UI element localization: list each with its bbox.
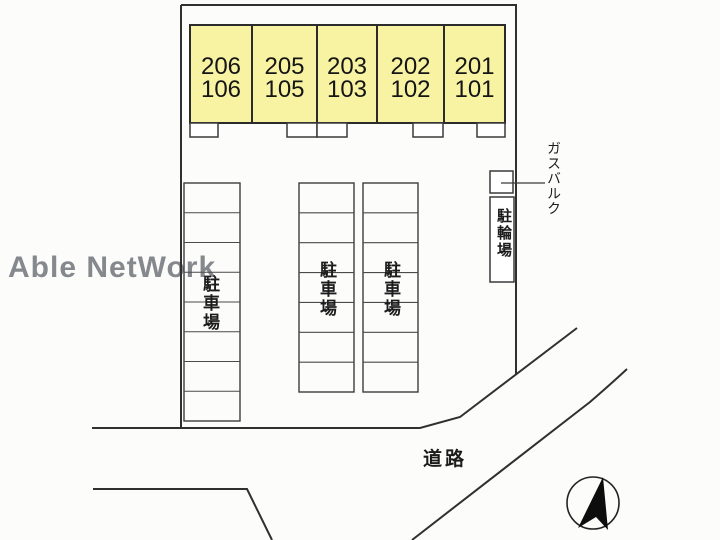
parking-lot-label-left: 駐車場 <box>200 275 219 332</box>
bicycle-parking-label: 駐輪場 <box>495 208 512 259</box>
building-block <box>189 24 506 124</box>
road-edge-upper <box>92 327 578 429</box>
unit-upper-number: 202 <box>390 53 431 80</box>
unit-label-202-102: 202 102 <box>377 53 444 103</box>
curb-line-bottom-left <box>93 488 273 540</box>
parking-lots <box>183 182 419 422</box>
unit-label-205-105: 205 105 <box>252 53 317 103</box>
unit-dividers <box>251 25 445 123</box>
entrance-steps <box>189 122 506 138</box>
unit-upper-number: 201 <box>454 53 495 80</box>
unit-lower-number: 103 <box>326 76 368 103</box>
parking-lot-label-right: 駐車場 <box>381 261 400 318</box>
road-label: 道路 <box>423 449 468 470</box>
unit-label-203-103: 203 103 <box>317 53 377 103</box>
unit-lower-number: 105 <box>264 76 305 103</box>
unit-upper-number: 205 <box>264 53 305 80</box>
unit-label-201-101: 201 101 <box>444 53 505 103</box>
gas-bulk-box <box>489 170 514 194</box>
parking-lot-label-middle: 駐車場 <box>317 261 336 318</box>
parking-lot-outline <box>362 182 419 393</box>
bicycle-parking-box <box>489 196 515 283</box>
unit-lower-number: 106 <box>200 76 242 103</box>
property-boundary-top-right <box>181 4 517 375</box>
gas-bulk-label: ガスバルク <box>546 141 562 216</box>
parking-lot-outline <box>298 182 355 393</box>
compass-north-arrow-icon <box>566 476 620 530</box>
unit-lower-number: 102 <box>390 76 431 103</box>
unit-lower-number: 101 <box>454 76 495 103</box>
unit-upper-number: 203 <box>326 53 368 80</box>
unit-label-206-106: 206 106 <box>190 53 252 103</box>
road-edge-lower <box>411 368 628 540</box>
unit-upper-number: 206 <box>200 53 242 80</box>
